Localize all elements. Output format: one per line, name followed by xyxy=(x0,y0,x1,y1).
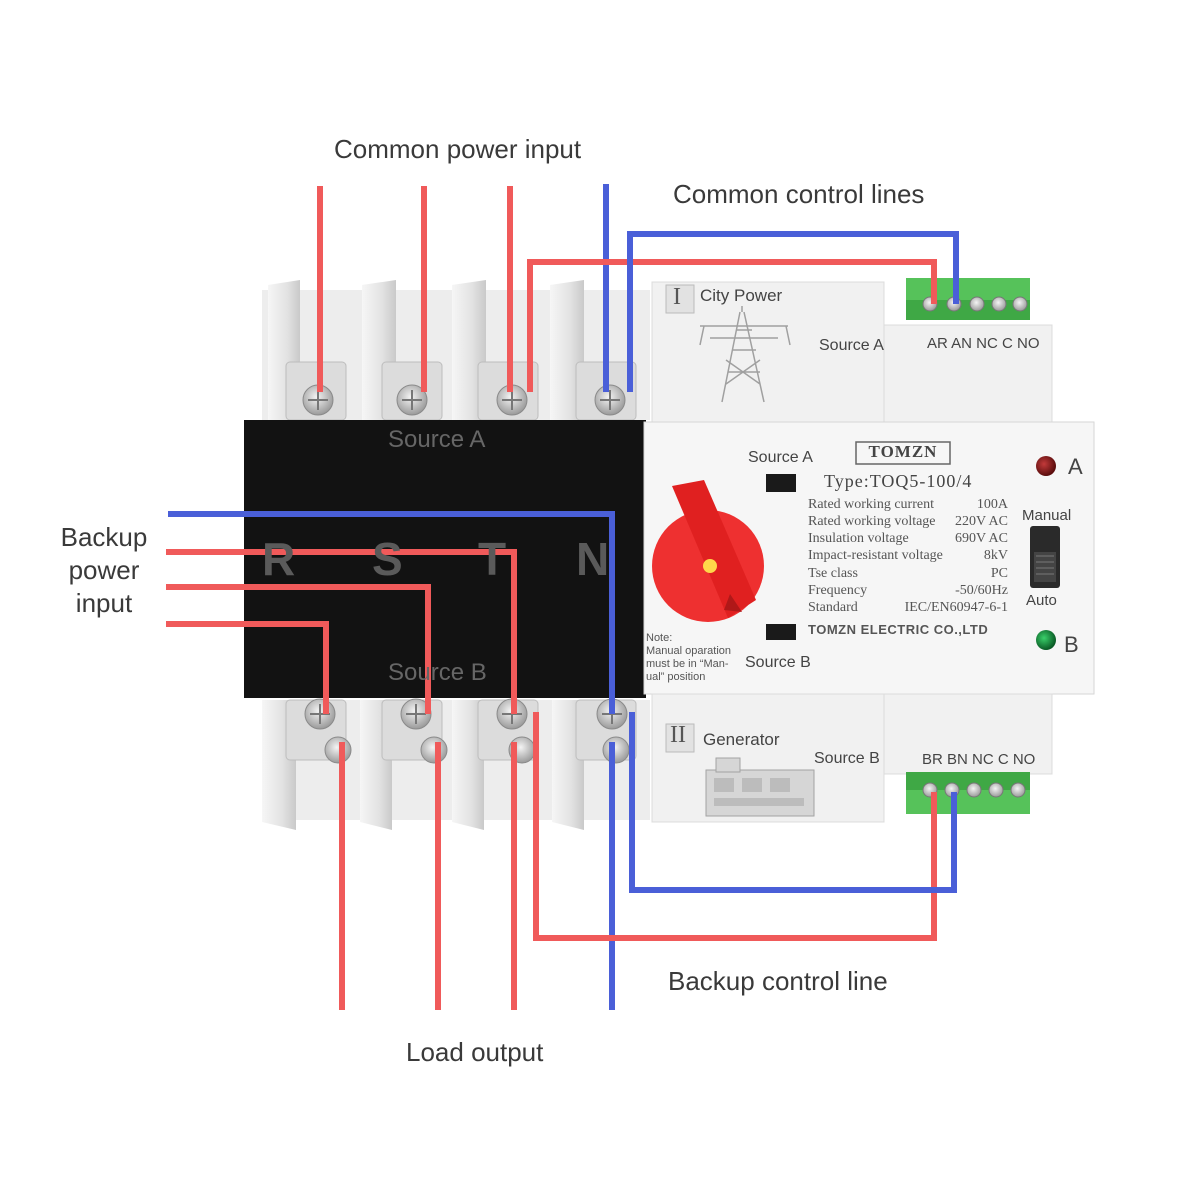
bottom-module-source: Source B xyxy=(814,750,880,767)
backup-control-line-label: Backup control line xyxy=(668,966,888,996)
bottom-module-roman: II xyxy=(670,722,686,748)
window-source-b-label: Source B xyxy=(745,654,811,671)
terminal-block-b xyxy=(906,772,1030,814)
type-label: Type:TOQ5-100/4 xyxy=(824,471,973,491)
top-module-name: City Power xyxy=(700,286,783,305)
backup-power-input-label: Backup power input xyxy=(60,522,148,618)
screw xyxy=(396,384,428,416)
manual-operation-note: Note: Manual oparation must be in “Man- … xyxy=(646,632,732,683)
manufacturer-label: TOMZN ELECTRIC CO.,LTD xyxy=(808,622,989,637)
screw xyxy=(594,384,626,416)
indicator-b-label: B xyxy=(1064,632,1079,657)
load-output-label: Load output xyxy=(406,1037,544,1067)
rotary-handle[interactable] xyxy=(652,480,764,622)
bottom-module-name: Generator xyxy=(703,730,780,749)
indicator-led-a xyxy=(1036,456,1056,476)
source-a-window xyxy=(766,474,796,492)
blue-wire xyxy=(168,511,615,714)
indicator-led-b xyxy=(1036,630,1056,650)
phase-letter-n: N xyxy=(576,533,610,585)
fin xyxy=(452,700,484,830)
red-wire xyxy=(166,621,329,714)
red-wire xyxy=(166,549,517,714)
indicator-a-label: A xyxy=(1068,454,1083,479)
black-panel xyxy=(244,420,646,698)
phase-letter-r: R xyxy=(262,533,296,585)
bottom-terminal-labels: BR BN NC C NO xyxy=(922,751,1036,768)
source-b-window xyxy=(766,624,796,640)
terminal-block-a xyxy=(906,278,1030,320)
red-wire xyxy=(166,584,431,714)
panel-source-a-label: Source A xyxy=(388,426,486,453)
screw xyxy=(420,736,448,764)
screw xyxy=(324,736,352,764)
red-wire xyxy=(527,259,937,392)
top-module-roman: I xyxy=(673,284,681,310)
screw xyxy=(400,698,432,730)
switch-auto-label: Auto xyxy=(1026,592,1057,609)
generator-icon xyxy=(705,757,815,817)
top-terminal-labels: AR AN NC C NO xyxy=(927,335,1040,352)
top-module-source: Source A xyxy=(819,337,884,354)
brand-box xyxy=(855,441,951,465)
wires xyxy=(166,184,959,1010)
screw xyxy=(496,384,528,416)
phase-letter-s: S xyxy=(372,533,403,585)
power-pylon-icon xyxy=(699,306,791,403)
screw xyxy=(304,698,336,730)
common-control-lines-label: Common control lines xyxy=(673,179,925,209)
phase-letter-t: T xyxy=(478,533,507,585)
switch-manual-label: Manual xyxy=(1022,507,1072,524)
red-wire xyxy=(533,712,937,941)
common-power-input-label: Common power input xyxy=(334,134,582,164)
panel-source-b-label: Source B xyxy=(388,659,487,686)
screw xyxy=(602,736,630,764)
brand-logo: TOMZN xyxy=(868,442,938,461)
blue-wire xyxy=(629,712,957,893)
window-source-a-label: Source A xyxy=(748,449,813,466)
blue-wire xyxy=(627,231,959,392)
